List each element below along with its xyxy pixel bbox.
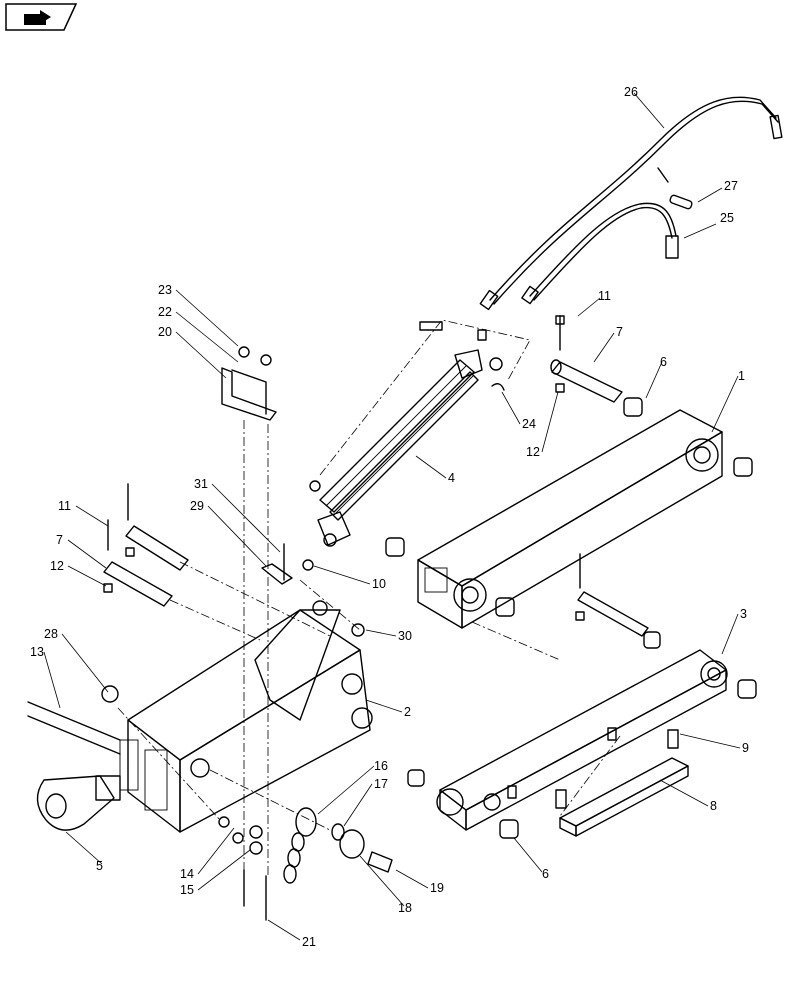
callout-29: 29	[190, 499, 204, 513]
callout-28: 28	[44, 627, 58, 641]
leader-lines	[43, 92, 741, 941]
callout-31: 31	[194, 477, 208, 491]
callouts: 26 27 25 11 7 6 1 24 12 23 22 20 4 31 29…	[30, 85, 749, 949]
tow-hitch-5	[36, 775, 121, 831]
bolt-21	[243, 869, 267, 921]
bracket-8	[507, 727, 689, 837]
callout-13: 13	[30, 645, 44, 659]
callout-14: 14	[180, 867, 194, 881]
callout-6-lower: 6	[542, 867, 549, 881]
callout-25: 25	[720, 211, 734, 225]
pin-29-31	[261, 543, 293, 585]
callout-11-upper: 11	[598, 289, 611, 303]
callout-27: 27	[724, 179, 738, 193]
callout-7-lower: 7	[56, 533, 63, 547]
callout-24: 24	[522, 417, 536, 431]
callout-26: 26	[624, 85, 638, 99]
bolt-13	[27, 685, 121, 755]
bushing-6-lower	[407, 631, 757, 839]
pin-7-upper	[550, 315, 623, 403]
bushing-6-upper	[385, 397, 753, 617]
pin-7-left	[103, 483, 189, 607]
callout-15: 15	[180, 883, 194, 897]
page-forward-button[interactable]	[4, 2, 78, 32]
callout-23: 23	[158, 283, 172, 297]
callout-1: 1	[738, 369, 745, 383]
callout-21: 21	[302, 935, 316, 949]
callout-17: 17	[374, 777, 388, 791]
callout-5: 5	[96, 859, 103, 873]
hydraulic-hose-25	[521, 202, 679, 305]
callout-30: 30	[398, 629, 412, 643]
page-forward-icon	[24, 10, 51, 25]
cylinder-alignment-line	[319, 319, 531, 476]
callout-12-lower: 12	[50, 559, 64, 573]
callout-7-upper: 7	[616, 325, 623, 339]
assembly-lines	[117, 420, 621, 876]
callout-4: 4	[448, 471, 455, 485]
callout-20: 20	[158, 325, 172, 339]
washer-17-18-bolt-19	[331, 823, 393, 873]
callout-6-upper: 6	[660, 355, 667, 369]
callout-8: 8	[710, 799, 717, 813]
washer-30	[351, 623, 365, 637]
guide-bracket-20	[221, 346, 277, 421]
clip-27	[657, 167, 693, 210]
drawbar-frame-2	[119, 600, 373, 833]
lower-arm-3	[436, 649, 728, 831]
pin-7-lower	[575, 553, 649, 637]
callout-10: 10	[372, 577, 386, 591]
upper-arm-1	[417, 409, 723, 629]
callout-12-upper: 12	[526, 445, 540, 459]
callout-19: 19	[430, 881, 444, 895]
chain-16	[283, 807, 317, 884]
callout-3: 3	[740, 607, 747, 621]
callout-2: 2	[404, 705, 411, 719]
callout-11-lower: 11	[58, 499, 71, 513]
callout-9: 9	[742, 741, 749, 755]
callout-22: 22	[158, 305, 172, 319]
cylinder-pin-24	[419, 321, 505, 391]
hydraulic-cylinder-4	[302, 349, 483, 571]
callout-16: 16	[374, 759, 388, 773]
hydraulic-hose-26	[479, 96, 783, 311]
callout-18: 18	[398, 901, 412, 915]
fasteners-14-15	[218, 816, 263, 855]
